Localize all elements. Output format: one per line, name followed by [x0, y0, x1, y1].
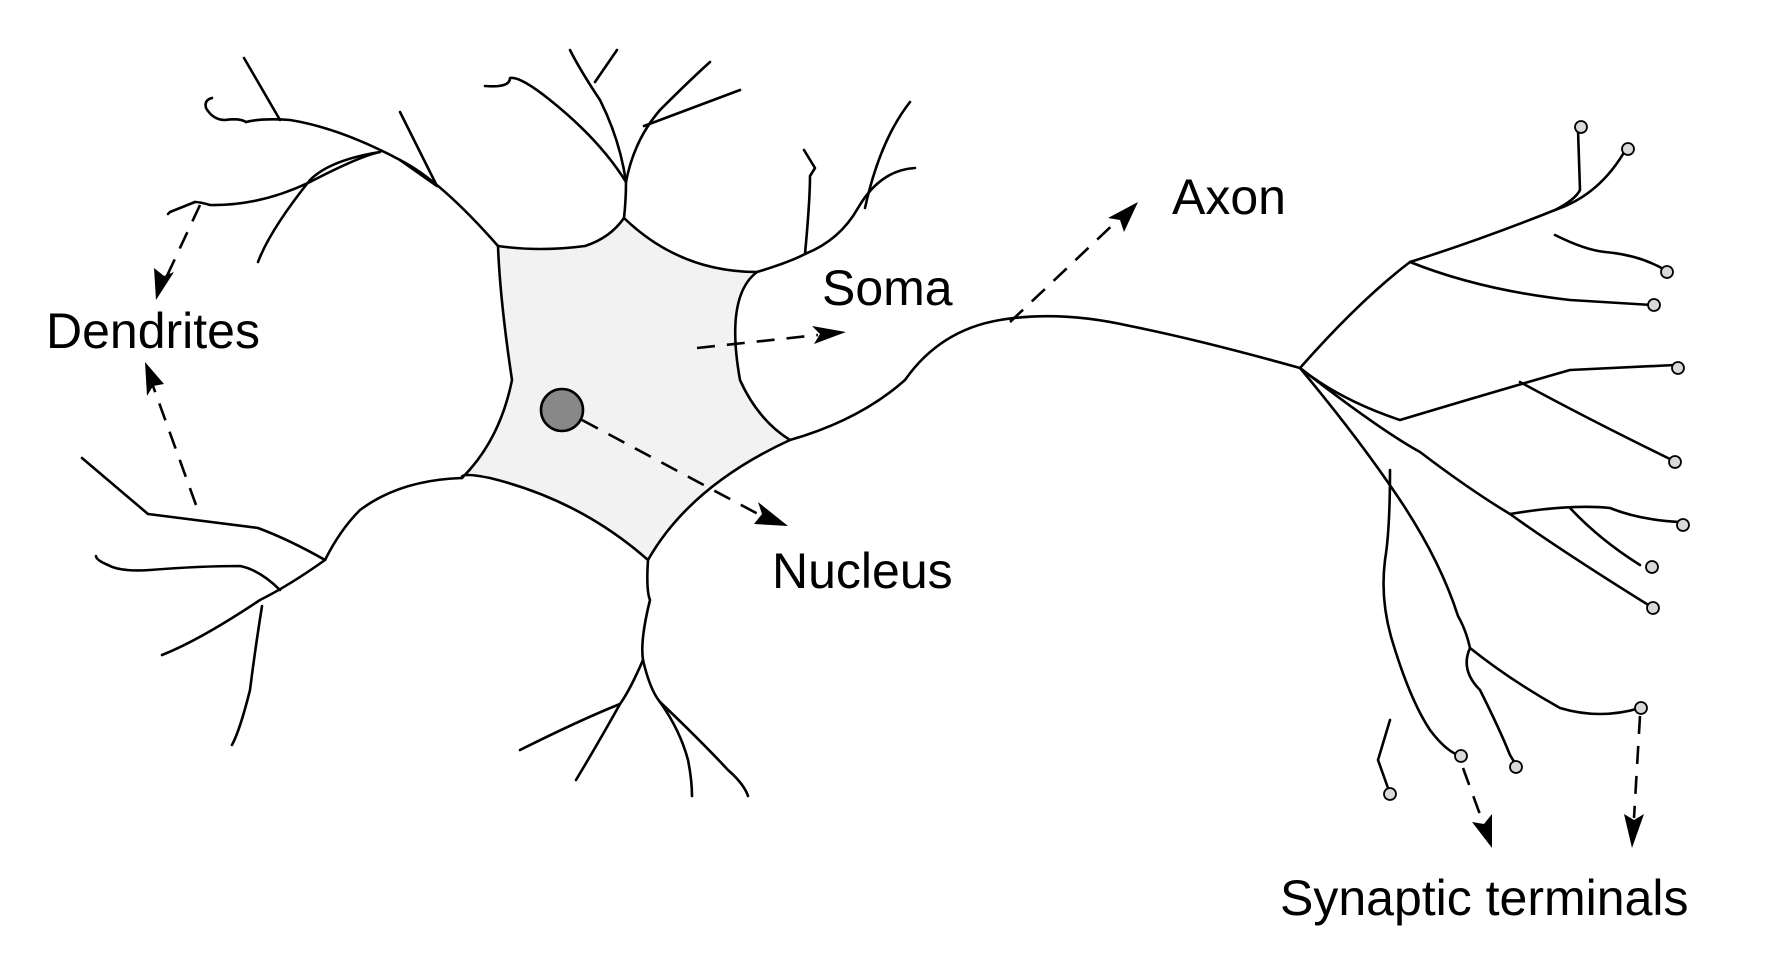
- dendrites-arrow-up: [164, 204, 202, 279]
- label-dendrites: Dendrites: [46, 303, 260, 359]
- dendrite-branches: [80, 48, 917, 798]
- synaptic-arrow-left: [1461, 767, 1484, 821]
- label-nucleus: Nucleus: [772, 543, 953, 599]
- axon: [788, 314, 1302, 442]
- label-synaptic-terminals: Synaptic terminals: [1280, 870, 1689, 926]
- label-soma: Soma: [822, 260, 953, 316]
- axon-arrow: [1009, 217, 1121, 323]
- dendrites-arrow-down: [151, 385, 198, 506]
- nucleus: [539, 387, 585, 433]
- label-axon: Axon: [1172, 169, 1286, 225]
- soma-arrow: [696, 333, 819, 350]
- axon-terminal-branches: [1298, 128, 1682, 794]
- synaptic-boutons: [1383, 120, 1690, 801]
- leader-arrows: [145, 202, 1644, 848]
- nucleus-arrow: [581, 418, 759, 516]
- soma-body: [460, 216, 792, 562]
- synaptic-arrow-right: [1632, 715, 1642, 819]
